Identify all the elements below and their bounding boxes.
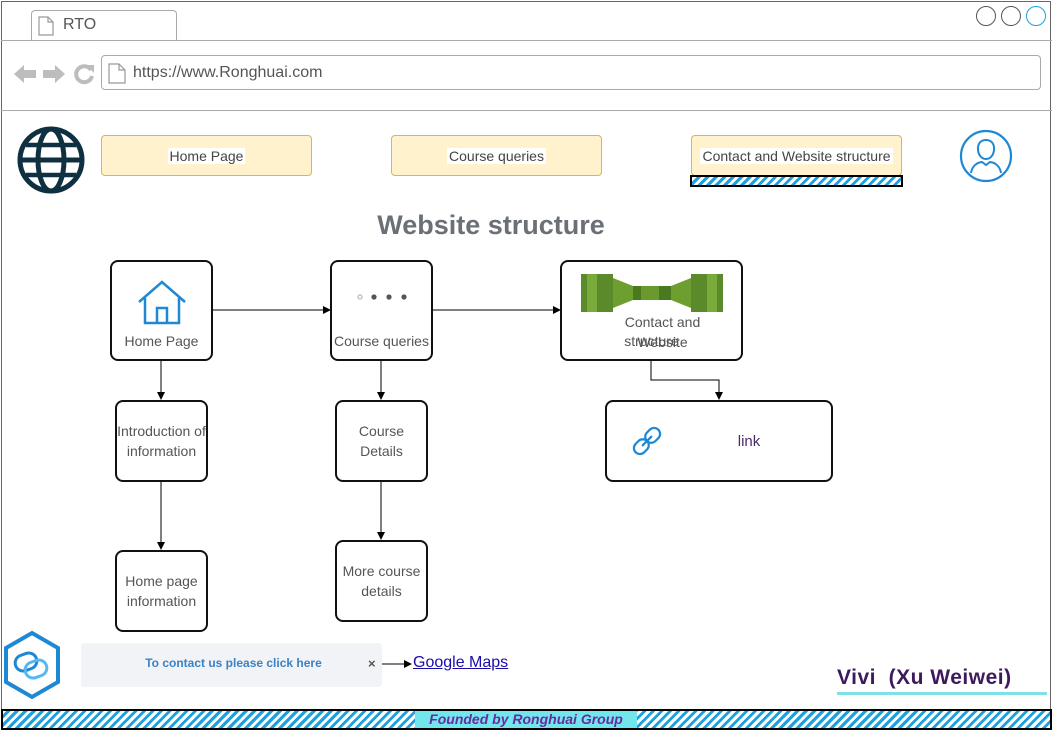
nav-courses-button[interactable]: Course queries: [391, 135, 602, 176]
node-link-label: link: [737, 433, 761, 450]
node-intro-label-2: information: [126, 443, 197, 459]
node-contact-label-2: structure: [624, 333, 679, 349]
node-introduction[interactable]: Introduction of information: [115, 400, 208, 482]
contact-banner[interactable]: [81, 643, 382, 687]
node-more-course-details[interactable]: More course details: [335, 540, 428, 622]
brand-hex-icon: [3, 630, 60, 700]
window-maximize-button[interactable]: [1001, 6, 1021, 26]
nav-contact-button[interactable]: Contact and Website structure: [691, 135, 902, 176]
node-courses-label: Course queries: [334, 333, 429, 349]
node-home-information[interactable]: Home page information: [115, 550, 208, 632]
tabbar-divider: [1, 40, 1052, 41]
node-contact-structure[interactable]: Contact and Website structure: [560, 260, 743, 361]
ellipsis-icon: [357, 294, 407, 300]
node-link[interactable]: link: [605, 400, 833, 482]
toolbar-divider: [1, 110, 1052, 111]
node-more-label-1: More course: [342, 563, 421, 579]
page-icon: [108, 63, 126, 84]
window-close-button[interactable]: [1026, 6, 1046, 26]
node-contact-label-1: Contact and Website: [624, 314, 701, 350]
node-course-details[interactable]: Course Details: [335, 400, 428, 482]
node-home-label: Home Page: [124, 333, 199, 349]
node-homeinfo-label-2: information: [126, 593, 197, 609]
window-minimize-button[interactable]: [976, 6, 996, 26]
nav-home-button[interactable]: Home Page: [101, 135, 312, 176]
contact-text[interactable]: To contact us please click here: [145, 656, 322, 670]
tab-title: RTO: [63, 16, 97, 33]
node-details-label-2: Details: [360, 443, 403, 459]
node-home-page[interactable]: Home Page: [110, 260, 213, 361]
author-name: Vivi (Xu Weiwei): [837, 666, 1012, 689]
nav-home-label: Home Page: [167, 147, 246, 164]
nav-courses-label: Course queries: [447, 147, 546, 164]
close-icon[interactable]: ×: [368, 656, 376, 671]
house-icon: [138, 280, 186, 325]
node-homeinfo-label-1: Home page: [125, 573, 198, 589]
globe-icon: [17, 126, 85, 194]
footer-text: Founded by Ronghuai Group: [415, 711, 637, 728]
node-more-label-2: details: [361, 583, 402, 599]
active-tab-indicator: [690, 175, 903, 187]
node-intro-label-1: Introduction of: [117, 423, 206, 439]
back-arrow-icon[interactable]: [12, 62, 38, 86]
browser-tab[interactable]: [31, 10, 177, 41]
user-icon[interactable]: [959, 129, 1013, 183]
connector-icon: [581, 274, 723, 312]
nav-contact-label: Contact and Website structure: [700, 147, 893, 164]
url-text: https://www.Ronghuai.com: [133, 64, 323, 81]
google-maps-link[interactable]: Google Maps: [413, 654, 509, 671]
node-course-queries[interactable]: Course queries: [330, 260, 433, 361]
address-bar[interactable]: [101, 55, 1041, 90]
page-icon: [38, 16, 54, 36]
forward-arrow-icon[interactable]: [41, 62, 67, 86]
edge-contact-link: [650, 361, 723, 400]
author-underline: [837, 692, 1047, 695]
node-details-label-1: Course: [358, 423, 405, 439]
reload-icon[interactable]: [72, 62, 96, 86]
link-icon: [632, 426, 662, 456]
diagram-title: Website structure: [377, 210, 605, 240]
